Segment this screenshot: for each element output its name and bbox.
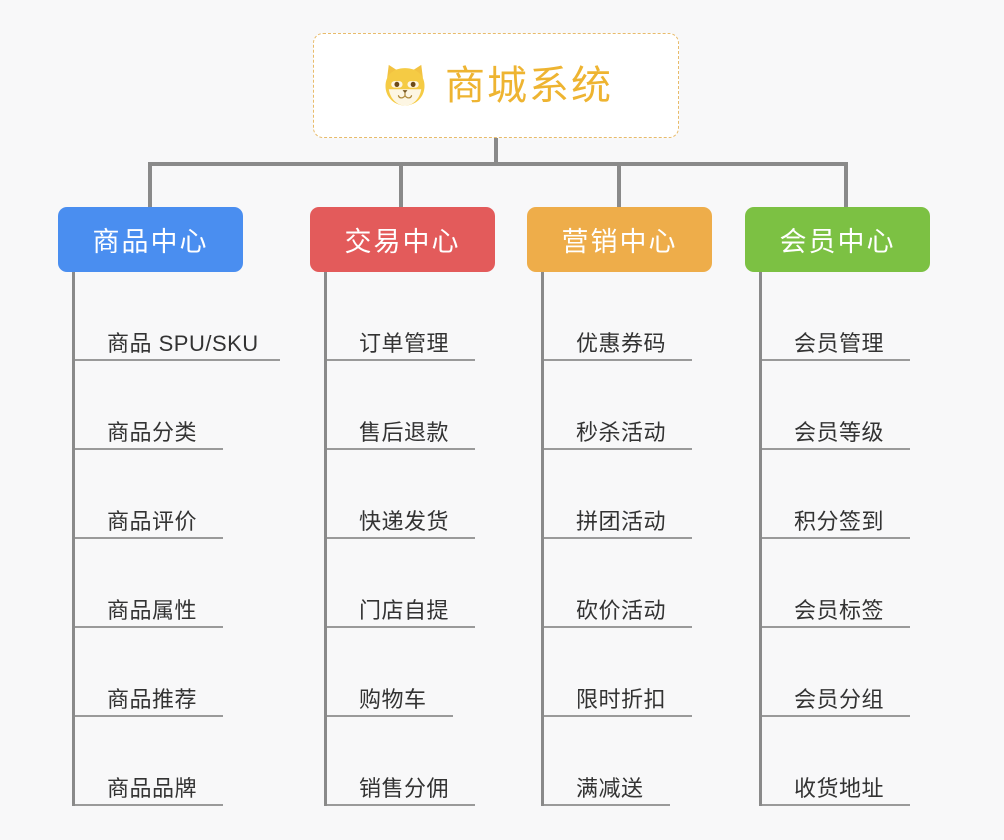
leaf-item-label: 商品评价 bbox=[107, 508, 198, 534]
leaf-item-label: 门店自提 bbox=[359, 597, 450, 623]
branch-column-2: 交易中心订单管理售后退款快递发货门店自提购物车销售分佣 bbox=[310, 207, 527, 806]
leaf-item-label: 满减送 bbox=[576, 775, 644, 801]
connector-drop-1 bbox=[148, 162, 152, 207]
leaf-item[interactable]: 门店自提 bbox=[327, 539, 527, 628]
leaf-item[interactable]: 商品属性 bbox=[75, 539, 275, 628]
category-box-1[interactable]: 商品中心 bbox=[58, 207, 243, 272]
connector-drop-4 bbox=[844, 162, 848, 207]
leaf-item[interactable]: 商品分类 bbox=[75, 361, 275, 450]
leaf-item[interactable]: 商品品牌 bbox=[75, 717, 275, 806]
leaf-item-label: 会员管理 bbox=[794, 330, 885, 356]
leaf-item[interactable]: 会员等级 bbox=[762, 361, 962, 450]
leaf-item-label: 限时折扣 bbox=[576, 686, 667, 712]
leaf-list-4: 会员管理会员等级积分签到会员标签会员分组收货地址 bbox=[759, 272, 962, 806]
leaf-underline bbox=[327, 626, 475, 628]
leaf-list-2: 订单管理售后退款快递发货门店自提购物车销售分佣 bbox=[324, 272, 527, 806]
leaf-underline bbox=[75, 448, 223, 450]
leaf-underline bbox=[75, 359, 280, 361]
leaf-underline bbox=[75, 626, 223, 628]
leaf-item-label: 购物车 bbox=[359, 686, 427, 712]
leaf-item-label: 积分签到 bbox=[794, 508, 885, 534]
leaf-item[interactable]: 商品评价 bbox=[75, 450, 275, 539]
leaf-underline bbox=[544, 537, 692, 539]
leaf-item[interactable]: 销售分佣 bbox=[327, 717, 527, 806]
leaf-item-label: 秒杀活动 bbox=[576, 419, 667, 445]
leaf-item[interactable]: 会员分组 bbox=[762, 628, 962, 717]
branch-column-3: 营销中心优惠券码秒杀活动拼团活动砍价活动限时折扣满减送 bbox=[527, 207, 744, 806]
leaf-item[interactable]: 售后退款 bbox=[327, 361, 527, 450]
leaf-underline bbox=[327, 804, 475, 806]
leaf-item[interactable]: 限时折扣 bbox=[544, 628, 744, 717]
leaf-underline bbox=[327, 537, 475, 539]
leaf-item-label: 售后退款 bbox=[359, 419, 450, 445]
connector-drop-2 bbox=[399, 162, 403, 207]
branch-column-1: 商品中心商品 SPU/SKU 商品分类商品评价商品属性商品推荐商品品牌 bbox=[58, 207, 280, 806]
leaf-item[interactable]: 订单管理 bbox=[327, 272, 527, 361]
category-box-4[interactable]: 会员中心 bbox=[745, 207, 930, 272]
leaf-underline bbox=[762, 359, 910, 361]
leaf-list-1: 商品 SPU/SKU 商品分类商品评价商品属性商品推荐商品品牌 bbox=[72, 272, 280, 806]
leaf-underline bbox=[544, 626, 692, 628]
leaf-underline bbox=[544, 359, 692, 361]
leaf-underline bbox=[544, 804, 670, 806]
leaf-item-label: 商品推荐 bbox=[107, 686, 198, 712]
leaf-item-label: 会员等级 bbox=[794, 419, 885, 445]
leaf-item-label: 拼团活动 bbox=[576, 508, 667, 534]
connector-drop-3 bbox=[617, 162, 621, 207]
leaf-item[interactable]: 快递发货 bbox=[327, 450, 527, 539]
category-box-2[interactable]: 交易中心 bbox=[310, 207, 495, 272]
leaf-underline bbox=[762, 804, 910, 806]
leaf-underline bbox=[762, 537, 910, 539]
leaf-underline bbox=[75, 537, 223, 539]
leaf-item-label: 会员标签 bbox=[794, 597, 885, 623]
leaf-underline bbox=[544, 715, 692, 717]
leaf-item-label: 商品品牌 bbox=[107, 775, 198, 801]
leaf-underline bbox=[327, 715, 453, 717]
shiba-dog-icon bbox=[385, 64, 425, 105]
leaf-underline bbox=[762, 715, 910, 717]
root-title: 商城系统 bbox=[445, 63, 613, 108]
leaf-underline bbox=[75, 804, 223, 806]
leaf-item[interactable]: 满减送 bbox=[544, 717, 744, 806]
leaf-item-label: 销售分佣 bbox=[359, 775, 450, 801]
leaf-underline bbox=[327, 448, 475, 450]
leaf-item-label: 会员分组 bbox=[794, 686, 885, 712]
leaf-underline bbox=[762, 448, 910, 450]
leaf-underline bbox=[762, 626, 910, 628]
leaf-item-label: 砍价活动 bbox=[576, 597, 667, 623]
leaf-item-label: 订单管理 bbox=[359, 330, 450, 356]
leaf-item-label: 快递发货 bbox=[359, 508, 450, 534]
root-node[interactable]: 商城系统 bbox=[313, 33, 679, 138]
leaf-item-label: 商品分类 bbox=[107, 419, 198, 445]
connector-stem bbox=[494, 138, 498, 165]
leaf-item-label: 收货地址 bbox=[794, 775, 885, 801]
leaf-item[interactable]: 优惠券码 bbox=[544, 272, 744, 361]
leaf-item[interactable]: 收货地址 bbox=[762, 717, 962, 806]
leaf-item[interactable]: 商品 SPU/SKU bbox=[75, 272, 280, 361]
leaf-item-label: 商品 SPU/SKU bbox=[107, 330, 259, 356]
leaf-item[interactable]: 拼团活动 bbox=[544, 450, 744, 539]
leaf-item[interactable]: 砍价活动 bbox=[544, 539, 744, 628]
leaf-item[interactable]: 购物车 bbox=[327, 628, 527, 717]
leaf-item-label: 优惠券码 bbox=[576, 330, 667, 356]
leaf-item[interactable]: 商品推荐 bbox=[75, 628, 275, 717]
branch-column-4: 会员中心会员管理会员等级积分签到会员标签会员分组收货地址 bbox=[745, 207, 962, 806]
leaf-underline bbox=[75, 715, 223, 717]
leaf-item[interactable]: 秒杀活动 bbox=[544, 361, 744, 450]
leaf-item[interactable]: 会员标签 bbox=[762, 539, 962, 628]
leaf-item-label: 商品属性 bbox=[107, 597, 198, 623]
leaf-item[interactable]: 积分签到 bbox=[762, 450, 962, 539]
leaf-item[interactable]: 会员管理 bbox=[762, 272, 962, 361]
connector-bus bbox=[148, 162, 848, 166]
category-box-3[interactable]: 营销中心 bbox=[527, 207, 712, 272]
leaf-underline bbox=[327, 359, 475, 361]
leaf-underline bbox=[544, 448, 692, 450]
leaf-list-3: 优惠券码秒杀活动拼团活动砍价活动限时折扣满减送 bbox=[541, 272, 744, 806]
